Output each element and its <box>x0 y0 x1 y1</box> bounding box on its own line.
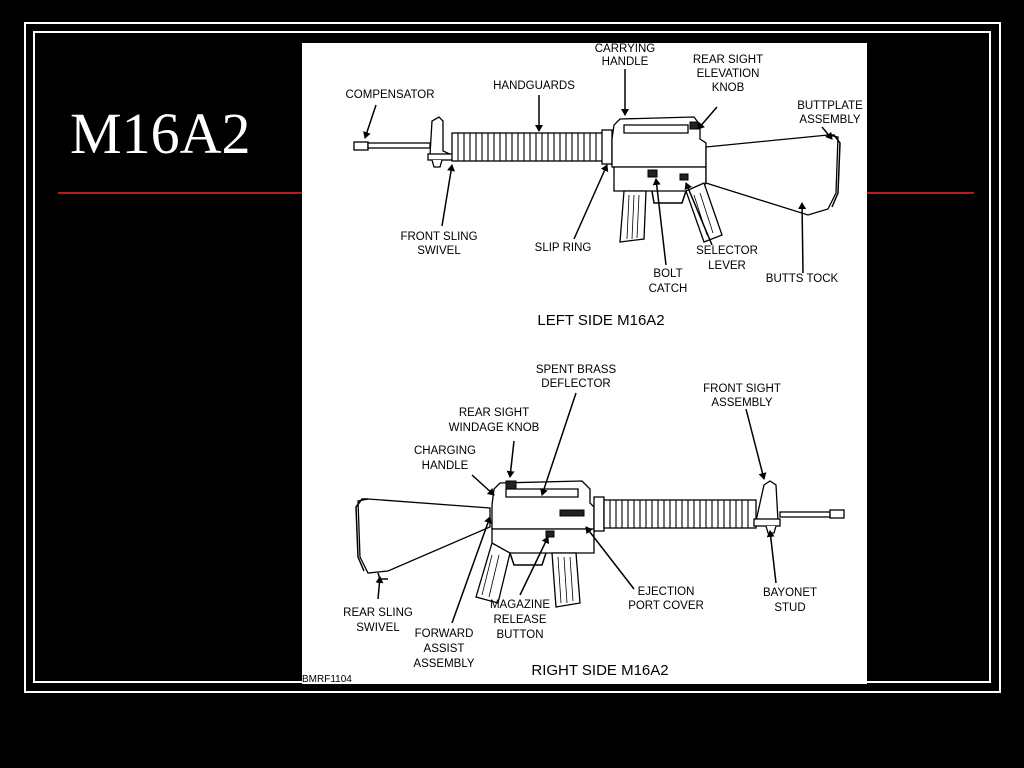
handguard-shape <box>451 132 605 162</box>
label-compensator: COMPENSATOR <box>345 89 434 101</box>
label-windage-knob-1: REAR SIGHT <box>459 407 529 419</box>
front-sight-shape <box>429 116 453 156</box>
label-bolt-catch-2: CATCH <box>649 283 688 295</box>
right-buttstock-shape <box>357 498 491 574</box>
caption-right-side: RIGHT SIDE M16A2 <box>531 662 668 679</box>
label-selector-lever-2: LEVER <box>708 260 746 272</box>
label-buttplate-2: ASSEMBLY <box>799 114 860 126</box>
right-side-rifle <box>355 480 845 608</box>
rear-sight-knob-shape <box>689 121 699 130</box>
label-spent-brass-2: DEFLECTOR <box>541 378 610 390</box>
rifle-diagram-panel: CARRYING HANDLE REAR SIGHT ELEVATION KNO… <box>302 43 867 684</box>
right-handguard-ribs <box>609 500 749 528</box>
label-front-sight-2: ASSEMBLY <box>711 397 772 409</box>
label-ejection-port-2: PORT COVER <box>628 600 704 612</box>
pistol-grip-shape <box>685 182 723 243</box>
compensator-shape <box>353 141 369 151</box>
label-front-sling-swivel-2: SWIVEL <box>417 245 461 257</box>
windage-knob-shape <box>505 480 517 490</box>
label-carrying-handle-2: HANDLE <box>602 56 649 68</box>
label-charging-handle-2: HANDLE <box>422 460 469 472</box>
slide-title: M16A2 <box>70 101 251 166</box>
left-leader-lines <box>363 69 833 274</box>
slide-frame-outer <box>24 22 1001 693</box>
label-bayonet-stud-2: STUD <box>774 602 805 614</box>
rifle-diagram: CARRYING HANDLE REAR SIGHT ELEVATION KNO… <box>302 43 863 684</box>
label-bayonet-stud-1: BAYONET <box>763 587 817 599</box>
label-front-sight-1: FRONT SIGHT <box>703 383 781 395</box>
label-charging-handle-1: CHARGING <box>414 445 476 457</box>
slip-ring-shape <box>601 129 613 165</box>
label-front-sling-swivel-1: FRONT SLING <box>400 231 477 243</box>
label-forward-assist-2: ASSIST <box>424 643 465 655</box>
label-magazine-release-1: MAGAZINE <box>490 599 550 611</box>
label-slip-ring: SLIP RING <box>535 242 592 254</box>
buttstock-shape <box>705 134 839 216</box>
label-carrying-handle-1: CARRYING <box>595 43 656 55</box>
label-handguards: HANDGUARDS <box>493 80 575 92</box>
label-rear-sling-2: SWIVEL <box>356 622 400 634</box>
label-buttplate-1: BUTTPLATE <box>797 100 863 112</box>
label-forward-assist-1: FORWARD <box>415 628 474 640</box>
label-forward-assist-3: ASSEMBLY <box>413 658 474 670</box>
label-windage-knob-2: WINDAGE KNOB <box>449 422 540 434</box>
label-selector-lever-1: SELECTOR <box>696 245 758 257</box>
label-ejection-port-1: EJECTION <box>638 586 695 598</box>
handguard-ribs <box>457 133 597 161</box>
right-lower-receiver-shape <box>491 528 595 554</box>
label-rear-sight-elevation-1: REAR SIGHT <box>693 54 763 66</box>
label-spent-brass-1: SPENT BRASS <box>536 364 617 376</box>
label-magazine-release-3: BUTTON <box>496 629 543 641</box>
label-rear-sling-1: REAR SLING <box>343 607 413 619</box>
right-magazine-shape <box>551 552 581 608</box>
figure-code: BMRF1104 <box>302 674 352 684</box>
right-front-sight-shape <box>755 480 779 522</box>
lower-receiver-shape <box>613 166 707 192</box>
label-rear-sight-elevation-2: ELEVATION <box>697 68 760 80</box>
right-leader-lines <box>375 392 777 624</box>
label-magazine-release-2: RELEASE <box>493 614 546 626</box>
right-pistol-grip-shape <box>475 542 511 604</box>
label-bolt-catch-1: BOLT <box>653 268 682 280</box>
right-handguard-shape <box>603 499 757 529</box>
ejection-port-shape <box>559 509 585 517</box>
left-side-rifle <box>353 116 841 243</box>
label-rear-sight-elevation-3: KNOB <box>712 82 745 94</box>
label-buttstock: BUTTS TOCK <box>766 273 839 285</box>
caption-left-side: LEFT SIDE M16A2 <box>537 312 664 329</box>
right-compensator-shape <box>829 509 845 519</box>
